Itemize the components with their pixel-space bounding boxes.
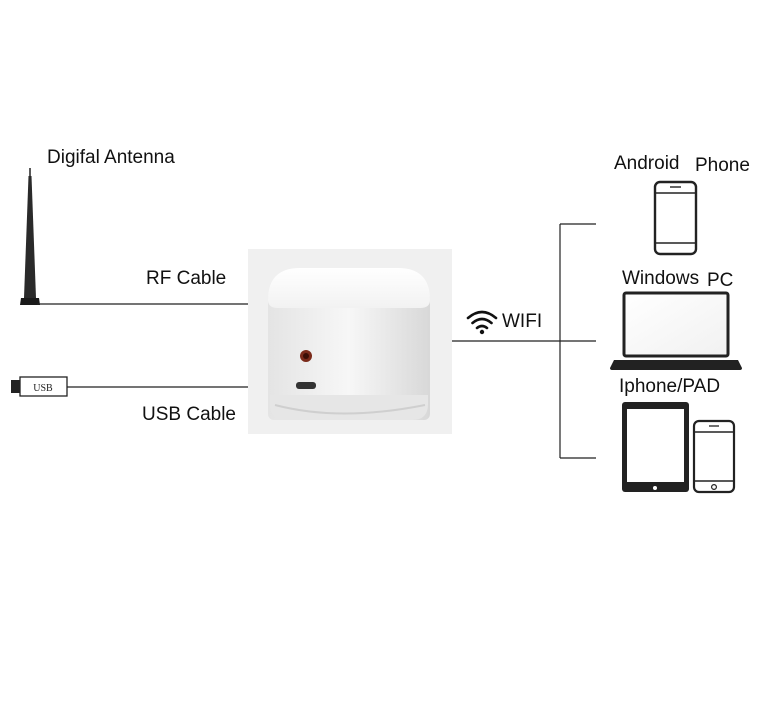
usb-cable-label: USB Cable (142, 404, 236, 425)
laptop-icon (610, 291, 742, 370)
antenna-icon (20, 168, 40, 305)
pc-label: PC (707, 270, 734, 291)
android-phone-icon (653, 180, 698, 256)
android-label: Android (614, 153, 680, 174)
rf-cable-label: RF Cable (146, 268, 227, 289)
distribution-bracket (559, 223, 596, 459)
antenna-label: Digifal Antenna (47, 147, 175, 168)
phone-label: Phone (695, 155, 750, 176)
usb-plug-icon: USB (11, 376, 68, 397)
iphone-pad-label: Iphone/PAD (619, 376, 721, 397)
usb-plug-text: USB (33, 383, 53, 394)
tablet-icon (622, 402, 689, 492)
tv-box-device (248, 249, 452, 434)
windows-label: Windows (622, 268, 700, 289)
iphone-icon (692, 419, 736, 494)
wifi-label: WIFI (502, 311, 543, 332)
wifi-icon (466, 310, 498, 335)
